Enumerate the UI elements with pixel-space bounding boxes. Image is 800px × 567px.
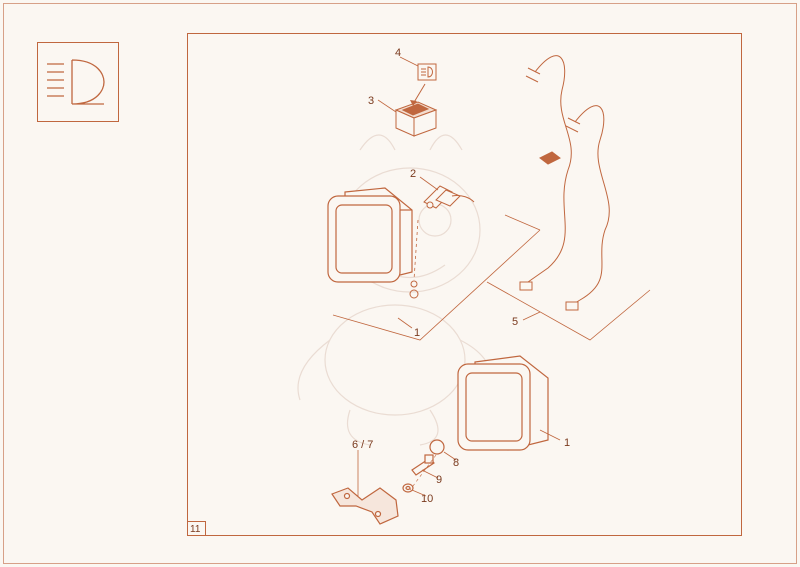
page-number: 11 [190, 524, 201, 535]
leader-2 [419, 176, 439, 191]
part-6-7-bracket [331, 487, 399, 525]
group-line-1 [332, 229, 541, 341]
part-3-switch [394, 101, 438, 137]
callout-3: 3 [368, 95, 374, 107]
part-5-wiring-harness [519, 55, 610, 311]
leader-4 [399, 56, 419, 67]
drawing-frame [187, 33, 742, 536]
callout-6-7: 6 / 7 [352, 439, 373, 451]
page-frame [3, 3, 797, 564]
part-8-knob [429, 439, 445, 455]
part-10-washer [402, 483, 414, 493]
page-number-box [187, 521, 206, 536]
part-9-bolt [411, 454, 435, 476]
callout-1-upper: 1 [414, 327, 420, 339]
callout-8: 8 [453, 457, 459, 469]
callout-10: 10 [421, 493, 433, 505]
leader-1a [397, 317, 413, 329]
axis-2 [413, 219, 419, 281]
leader-5 [522, 311, 541, 321]
part-4-symbol-label [417, 63, 437, 81]
leader-3-arrow [412, 83, 426, 105]
part-2-bulb-holder [423, 185, 475, 209]
callout-4: 4 [395, 47, 401, 59]
part-1-lower-lamp [457, 355, 549, 451]
callout-9: 9 [436, 474, 442, 486]
part-1-upper-lamp [327, 187, 413, 283]
headlamp-icon [37, 42, 119, 122]
group-line-5 [486, 281, 651, 341]
callout-5: 5 [512, 316, 518, 328]
leader-1b [539, 429, 561, 441]
callout-2: 2 [410, 168, 416, 180]
callout-1-lower: 1 [564, 437, 570, 449]
leader-3 [377, 99, 397, 113]
